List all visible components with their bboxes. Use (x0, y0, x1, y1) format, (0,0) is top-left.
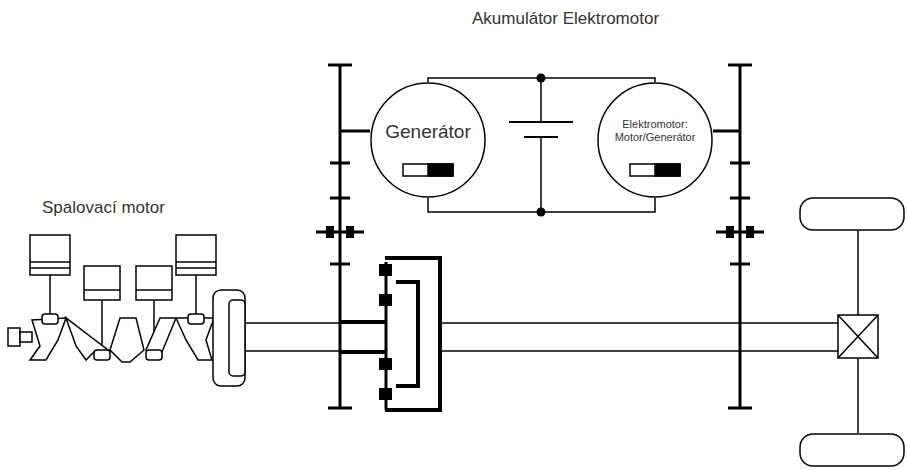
planetary-gear (340, 258, 440, 410)
part-label: Akumulátor Elektromotor (472, 9, 659, 29)
electric-wire (428, 78, 655, 82)
generator-gear (316, 65, 370, 408)
machine-name: Generátor (385, 121, 471, 144)
switch-icon (403, 164, 680, 176)
machine-circle: Generátor (370, 82, 486, 198)
shaft (245, 323, 838, 351)
motor-gear (713, 65, 764, 408)
differential-axle (800, 198, 904, 466)
machine-circle: Elektromotor: Motor/Generátor (597, 82, 713, 198)
electric-wire (428, 198, 655, 212)
engine-illustration (8, 235, 245, 386)
machine-name: Elektromotor: Motor/Generátor (605, 118, 705, 144)
battery-symbol (509, 74, 573, 217)
part-label: Spalovací motor (42, 198, 165, 218)
